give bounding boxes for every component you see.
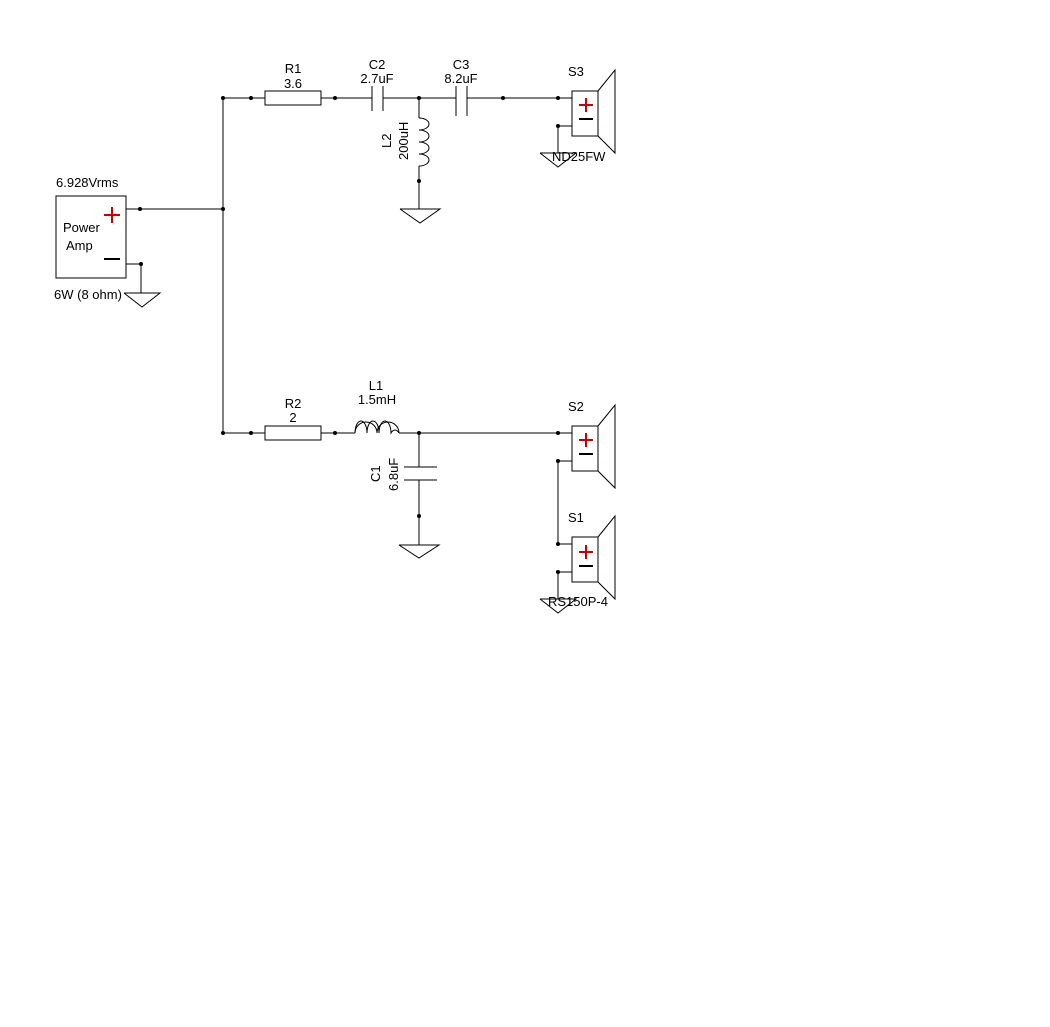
- r2-value: 2: [289, 410, 296, 425]
- s2-ref: S2: [568, 399, 584, 414]
- c2-ref: C2: [369, 57, 386, 72]
- s1-ref: S1: [568, 510, 584, 525]
- plus-icon: [579, 433, 593, 447]
- plus-icon: [579, 98, 593, 112]
- power-amp-box: [55, 195, 127, 279]
- r1-value: 3.6: [284, 76, 302, 91]
- l2-ref: L2: [379, 134, 394, 148]
- l1-ref: L1: [369, 378, 383, 393]
- woofer-branch: R2 2 L1 1.5mH C1 6.8uF S2: [223, 378, 616, 614]
- c1-ref: C1: [368, 465, 383, 482]
- s3-ref: S3: [568, 64, 584, 79]
- speaker-s1: S1 RS150P-4: [548, 510, 616, 609]
- power-amp-name-line2: Amp: [66, 238, 93, 253]
- resistor-r2: R2 2: [264, 396, 322, 441]
- capacitor-c3: C3 8.2uF: [444, 57, 478, 116]
- amp-wiring: [126, 207, 225, 293]
- l1-value: 1.5mH: [358, 392, 396, 407]
- r2-ref: R2: [285, 396, 302, 411]
- ground-icon: [398, 544, 441, 559]
- r1-ref: R1: [285, 61, 302, 76]
- power-amp: 6.928Vrms Power Amp 6W (8 ohm): [54, 175, 127, 302]
- plus-icon: [579, 545, 593, 559]
- inductor-l2: L2 200uH: [379, 98, 430, 209]
- c1-value: 6.8uF: [386, 458, 401, 491]
- l2-value: 200uH: [396, 122, 411, 160]
- c2-value: 2.7uF: [360, 71, 393, 86]
- plus-icon: [104, 207, 120, 223]
- ground-icon: [123, 292, 162, 308]
- s3-model: ND25FW: [552, 149, 606, 164]
- source-rating-label: 6W (8 ohm): [54, 287, 122, 302]
- inductor-l1: L1 1.5mH: [354, 378, 400, 435]
- s1-model: RS150P-4: [548, 594, 608, 609]
- speaker-s3: S3 ND25FW: [552, 64, 616, 164]
- c3-value: 8.2uF: [444, 71, 477, 86]
- c3-ref: C3: [453, 57, 470, 72]
- power-amp-name-line1: Power: [63, 220, 101, 235]
- ground-icon: [539, 598, 578, 614]
- speaker-s2: S2: [556, 399, 616, 490]
- tweeter-branch: R1 3.6 C2 2.7uF C3 8.2uF L2: [223, 57, 616, 224]
- ground-icon: [399, 208, 442, 224]
- capacitor-c2: C2 2.7uF: [360, 57, 394, 111]
- ground-icon: [539, 152, 578, 168]
- resistor-r1: R1 3.6: [264, 61, 322, 106]
- capacitor-c1: C1 6.8uF: [368, 433, 437, 545]
- source-voltage-label: 6.928Vrms: [56, 175, 119, 190]
